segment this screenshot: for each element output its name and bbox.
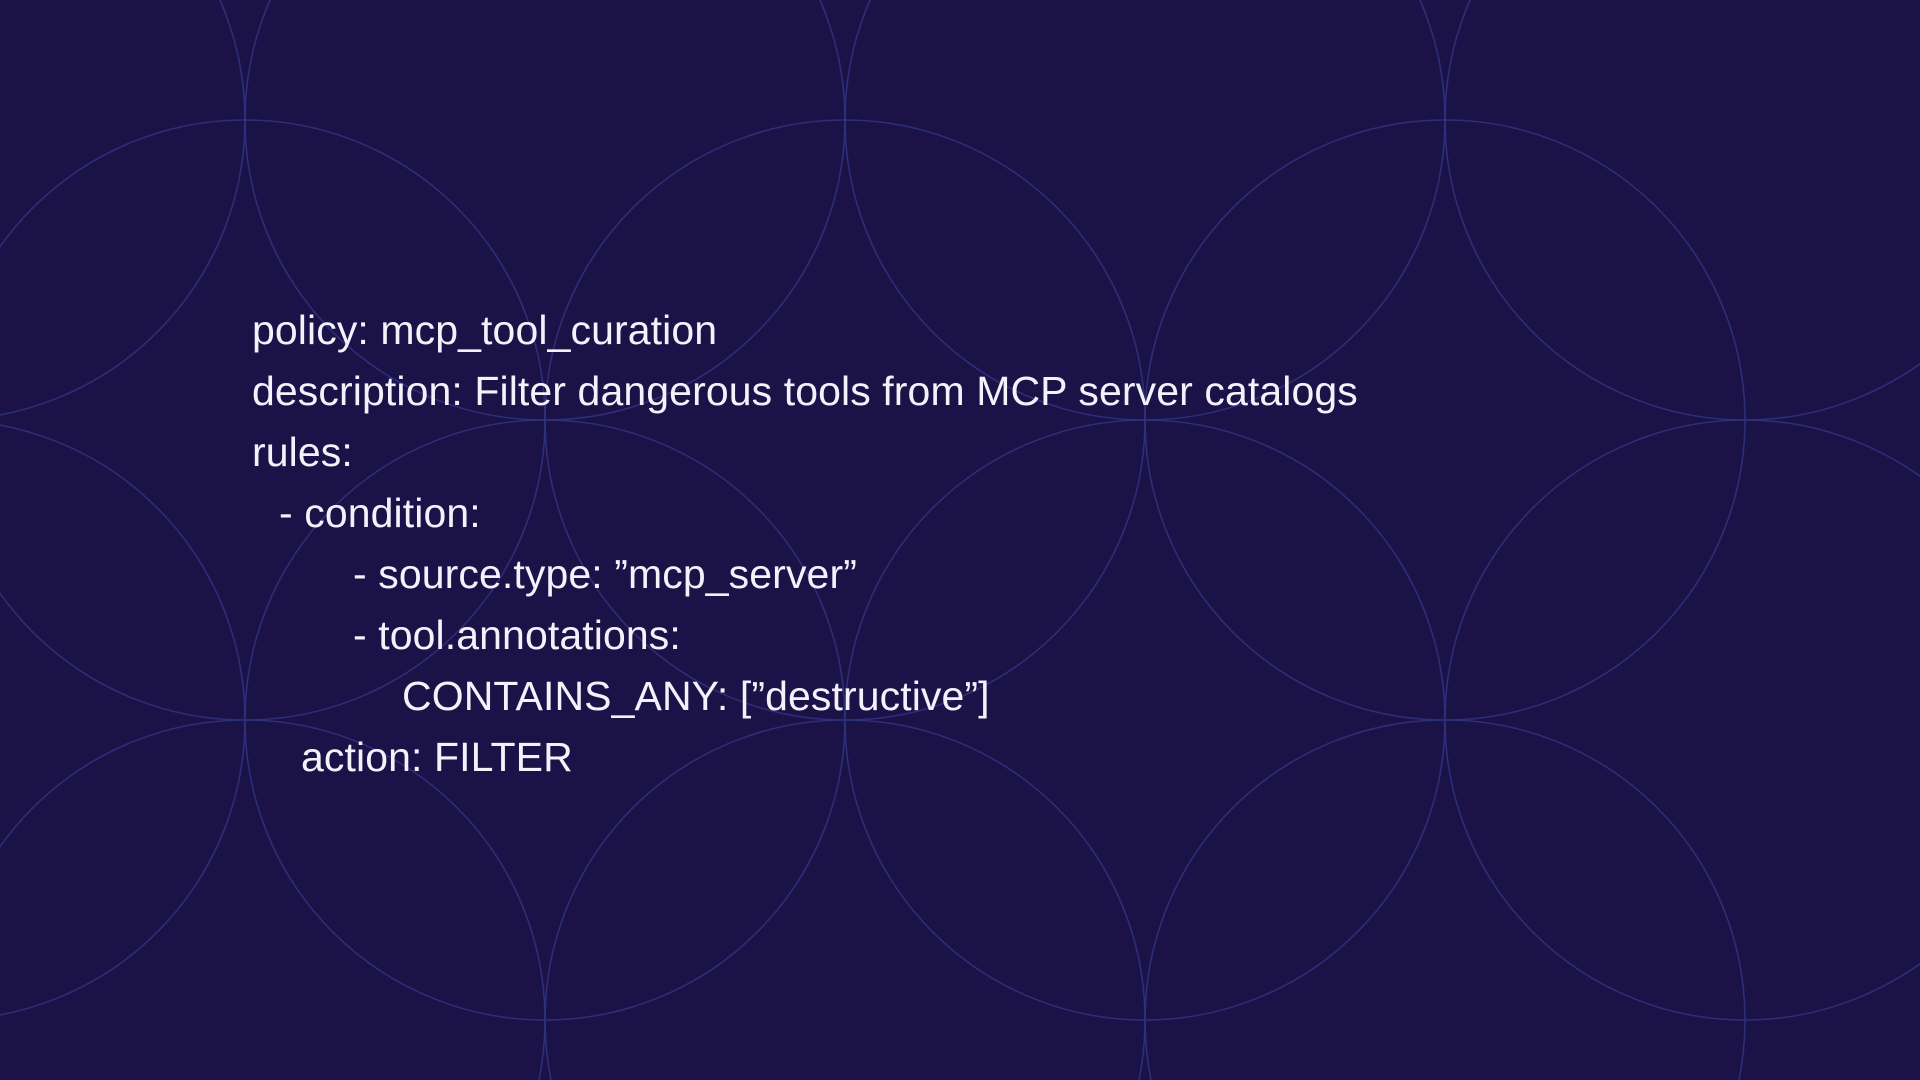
rule-action-line: action: FILTER — [301, 734, 573, 780]
policy-rules-key-line: rules: — [252, 429, 353, 475]
policy-definition-block: policy: mcp_tool_curation description: F… — [252, 300, 1752, 788]
decor-circle-2 — [0, 424, 246, 1016]
rule-condition-line: - condition: — [279, 490, 481, 536]
decor-circle-1 — [0, 0, 246, 416]
condition-source-type-line: - source.type: ”mcp_server” — [353, 551, 857, 597]
condition-contains-any-line: CONTAINS_ANY: [”destructive”] — [402, 673, 990, 719]
policy-description-line: description: Filter dangerous tools from… — [252, 368, 1358, 414]
condition-tool-annotations-line: - tool.annotations: — [353, 612, 681, 658]
policy-name-line: policy: mcp_tool_curation — [252, 307, 718, 353]
